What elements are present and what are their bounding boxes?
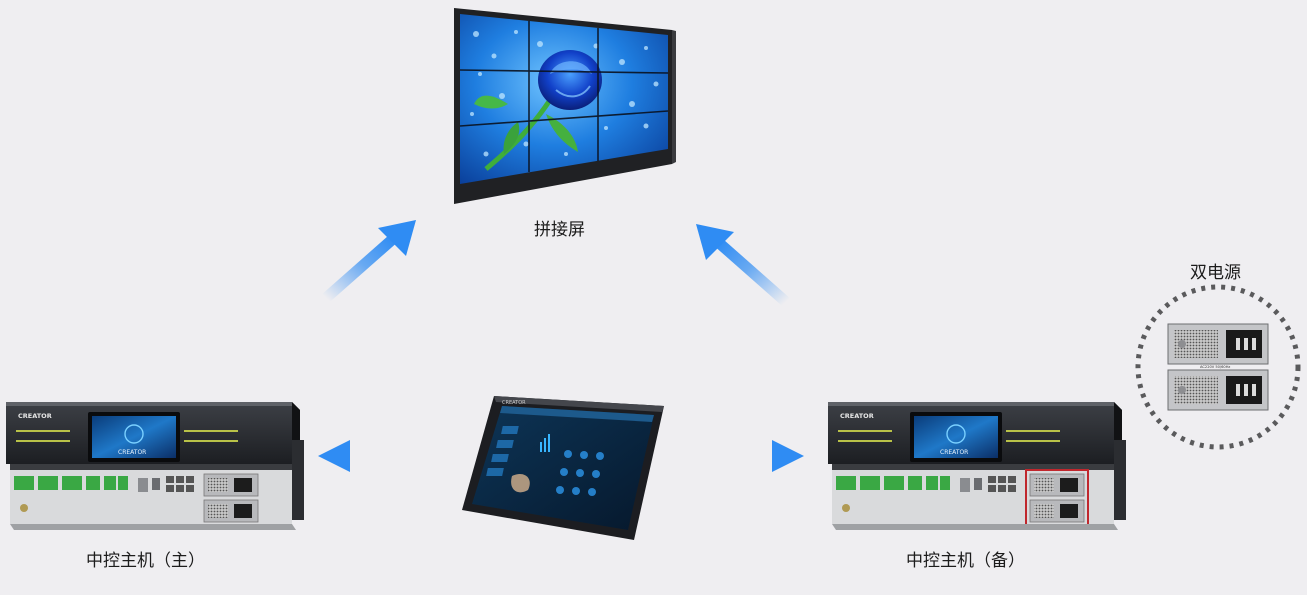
tablet-brand-text: CREATOR — [502, 400, 526, 406]
psu-rating-text: AC220V 50/60Hz — [1200, 365, 1230, 369]
host-backup-label: 中控主机（备） — [906, 551, 1025, 571]
host-main-label: 中控主机（主） — [86, 551, 205, 571]
host-backup-brand: CREATOR — [840, 412, 874, 420]
arrow-up-left — [696, 224, 790, 307]
host-backup-screen-brand: CREATOR — [940, 449, 968, 456]
control-host-icon: CREATOR CREATOR — [6, 402, 304, 530]
power-supply-icon: AC220V 50/60Hz — [1135, 284, 1301, 450]
video-wall-label: 拼接屏 — [534, 220, 585, 240]
video-wall-icon — [454, 8, 676, 204]
arrow-right — [686, 440, 804, 472]
arrow-up-right — [322, 220, 416, 303]
host-main-brand: CREATOR — [18, 412, 52, 420]
control-host-backup-icon: CREATOR CREATOR — [828, 402, 1126, 530]
dual-power-label: 双电源 — [1190, 263, 1241, 283]
host-main-screen-brand: CREATOR — [118, 449, 146, 456]
arrow-left — [318, 440, 436, 472]
touch-panel-icon: CREATOR — [462, 396, 664, 540]
